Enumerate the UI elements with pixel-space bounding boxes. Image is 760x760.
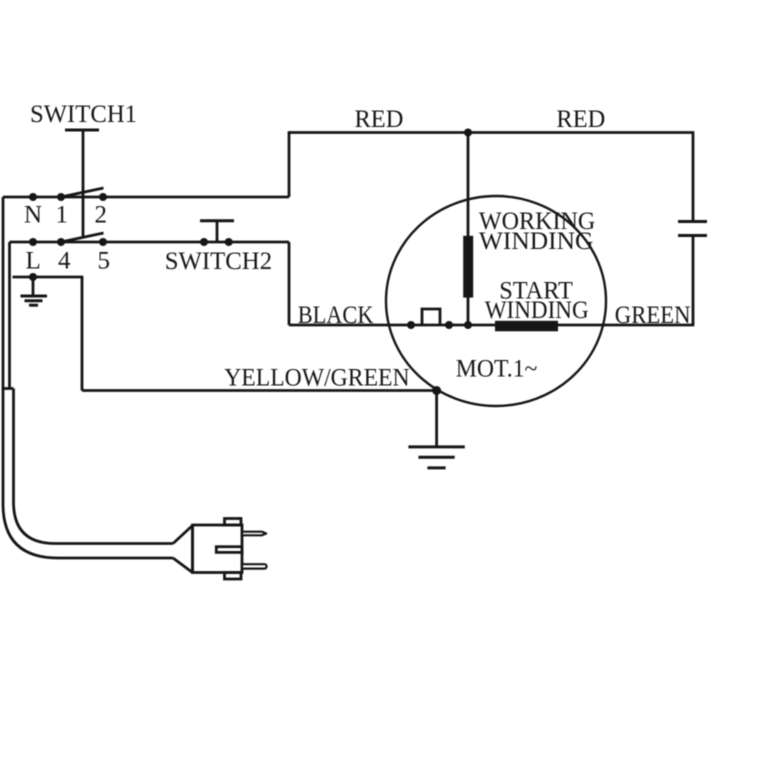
svg-text:L: L [26, 248, 41, 275]
svg-text:MOT.1~: MOT.1~ [456, 356, 538, 383]
svg-text:WINDING: WINDING [479, 228, 594, 255]
svg-text:WINDING: WINDING [485, 297, 589, 324]
svg-text:SWITCH2: SWITCH2 [165, 248, 272, 275]
svg-text:4: 4 [58, 248, 71, 275]
svg-text:BLACK: BLACK [298, 302, 374, 329]
svg-text:RED: RED [355, 106, 404, 133]
svg-text:2: 2 [95, 202, 108, 229]
svg-text:RED: RED [556, 106, 605, 133]
svg-text:SWITCH1: SWITCH1 [30, 101, 137, 128]
svg-text:N: N [24, 202, 42, 229]
svg-text:WORKING: WORKING [479, 208, 595, 235]
svg-text:1: 1 [56, 202, 69, 229]
svg-text:START: START [499, 277, 573, 304]
svg-text:5: 5 [98, 248, 111, 275]
svg-text:YELLOW/GREEN: YELLOW/GREEN [224, 365, 409, 392]
svg-text:GREEN: GREEN [615, 302, 691, 329]
